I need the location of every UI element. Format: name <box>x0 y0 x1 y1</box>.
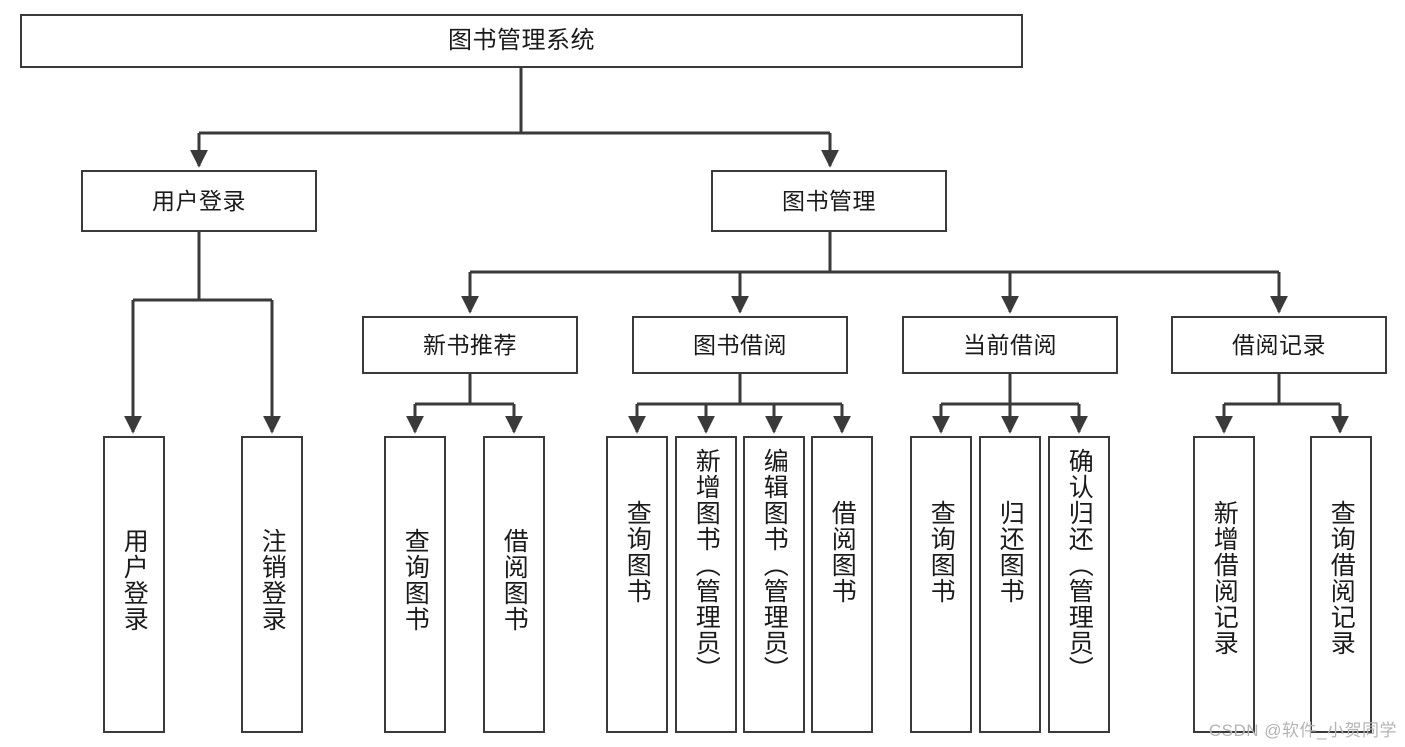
node-label: 查询借阅记录 <box>1327 500 1356 656</box>
node-label: 用户登录 <box>120 528 149 632</box>
node-label: 查询图书 <box>623 500 652 604</box>
node-current-borrowing[interactable]: 当前借阅 <box>902 316 1118 374</box>
leaf-user-login[interactable]: 用户登录 <box>103 436 165 733</box>
node-label: 用户登录 <box>152 187 246 214</box>
node-label: 新增借阅记录 <box>1210 500 1239 656</box>
leaf-logout[interactable]: 注销登录 <box>241 436 303 733</box>
node-label: 查询图书 <box>401 528 430 632</box>
node-label: 图书管理 <box>782 187 876 214</box>
leaf-borrow-books-new[interactable]: 借阅图书 <box>483 436 545 733</box>
node-book-borrowing[interactable]: 图书借阅 <box>632 316 848 374</box>
node-label: 新书推荐 <box>423 331 517 358</box>
node-root-book-management-system[interactable]: 图书管理系统 <box>20 14 1023 68</box>
node-label: 新增图书（管理员） <box>692 448 721 682</box>
leaf-confirm-return-admin[interactable]: 确认归还（管理员） <box>1048 436 1110 733</box>
leaf-return-books[interactable]: 归还图书 <box>979 436 1041 733</box>
node-label: 图书借阅 <box>693 331 787 358</box>
node-label: 借阅图书 <box>828 500 857 604</box>
node-label: 当前借阅 <box>963 331 1057 358</box>
leaf-query-borrow-record[interactable]: 查询借阅记录 <box>1310 436 1372 733</box>
node-label: 注销登录 <box>258 528 287 632</box>
watermark-text: CSDN @软件_小贺同学 <box>1208 721 1397 740</box>
node-label: 编辑图书（管理员） <box>760 448 789 682</box>
leaf-query-books-current[interactable]: 查询图书 <box>910 436 972 733</box>
leaf-query-books-borrow[interactable]: 查询图书 <box>606 436 668 733</box>
leaf-borrow-books[interactable]: 借阅图书 <box>811 436 873 733</box>
node-label: 确认归还（管理员） <box>1065 448 1094 682</box>
node-new-book-recommendation[interactable]: 新书推荐 <box>362 316 578 374</box>
node-label: 归还图书 <box>996 500 1025 604</box>
leaf-add-borrow-record[interactable]: 新增借阅记录 <box>1193 436 1255 733</box>
node-borrow-records[interactable]: 借阅记录 <box>1171 316 1387 374</box>
node-user-login[interactable]: 用户登录 <box>81 170 317 232</box>
leaf-query-books-new[interactable]: 查询图书 <box>384 436 446 733</box>
node-label: 图书管理系统 <box>448 27 595 54</box>
node-label: 查询图书 <box>927 500 956 604</box>
node-book-management[interactable]: 图书管理 <box>711 170 947 232</box>
node-label: 借阅图书 <box>500 528 529 632</box>
node-label: 借阅记录 <box>1232 331 1326 358</box>
leaf-add-book-admin[interactable]: 新增图书（管理员） <box>675 436 737 733</box>
leaf-edit-book-admin[interactable]: 编辑图书（管理员） <box>743 436 805 733</box>
